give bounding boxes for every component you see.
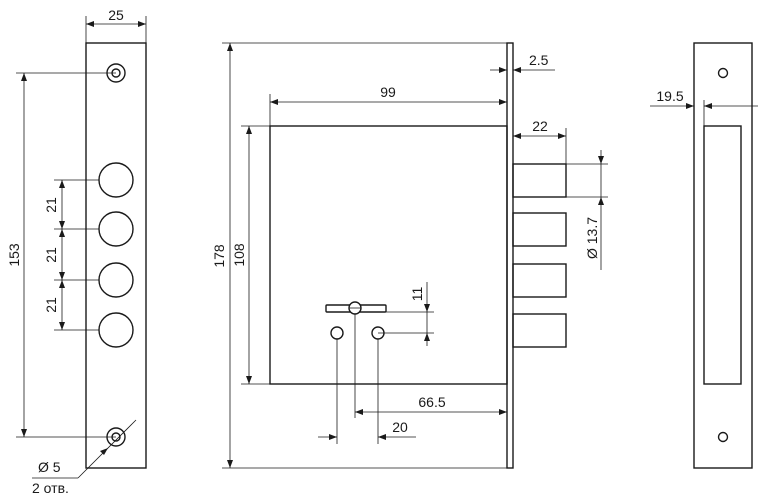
dim-backset-label: 66.5 <box>418 394 445 410</box>
bolt-hole-3 <box>98 262 134 298</box>
dim-bolt-diameter: Ø 13.7 <box>566 150 608 270</box>
dim-hole-diameter: Ø 5 2 отв. <box>32 419 137 496</box>
dim-hole-count-label: 2 отв. <box>32 480 69 496</box>
dim-body-height: 108 <box>231 125 270 385</box>
dim-strike-offset: 19.5 <box>650 43 758 126</box>
dim-backset: 66.5 <box>354 314 507 418</box>
bolt-2 <box>512 212 567 247</box>
strike-hole-top <box>717 67 729 79</box>
dim-body-width-label: 99 <box>380 84 396 100</box>
dim-plate-thickness: 2.5 <box>490 52 555 73</box>
dim-screw-spacing-label: 153 <box>6 243 22 267</box>
dim-screw-spacing: 153 <box>6 72 116 438</box>
lock-body <box>269 125 508 385</box>
strike-plate-slot <box>703 125 742 385</box>
dim-spindle-spacing: 20 <box>318 339 416 444</box>
dim-bolt-pitch-label-2: 21 <box>43 247 59 263</box>
dim-plate-thickness-label: 2.5 <box>529 52 549 68</box>
bolt-1 <box>512 163 567 198</box>
bolt-hole-2 <box>98 211 134 247</box>
dim-bolt-length-label: 22 <box>532 118 548 134</box>
dim-bolt-pitch-label-3: 21 <box>43 297 59 313</box>
bolt-hole-4 <box>98 312 134 348</box>
dim-keyhole-height-label: 11 <box>409 287 425 302</box>
spindle-hole-left <box>330 326 344 340</box>
dim-faceplate-width-label: 25 <box>108 7 124 23</box>
strike-plate-outline <box>693 42 753 469</box>
dim-hole-diameter-label: Ø 5 <box>38 459 61 475</box>
strike-view: 19.5 <box>650 42 758 469</box>
dim-overall-height: 178 <box>211 42 507 469</box>
front-view: 25 153 21 21 21 <box>6 7 147 496</box>
dim-faceplate-width: 25 <box>85 7 147 43</box>
dim-overall-height-label: 178 <box>211 244 227 268</box>
dim-keyhole-height: 11 <box>378 282 434 346</box>
dim-bolt-length: 22 <box>513 118 567 164</box>
dim-body-width: 99 <box>269 84 507 126</box>
dim-strike-offset-label: 19.5 <box>656 88 683 104</box>
keyhole <box>325 301 387 315</box>
dim-body-height-label: 108 <box>231 243 247 267</box>
dim-bolt-diameter-label: Ø 13.7 <box>584 217 600 259</box>
bolt-4 <box>512 313 567 348</box>
faceplate-outline <box>85 42 147 469</box>
bolt-3 <box>512 263 567 298</box>
side-faceplate <box>506 42 514 469</box>
strike-hole-bottom <box>717 431 729 443</box>
dim-bolt-pitch-label-1: 21 <box>43 197 59 213</box>
dim-spindle-spacing-label: 20 <box>392 419 408 435</box>
side-view: 178 108 99 2.5 <box>211 42 608 469</box>
dim-bolt-pitch: 21 21 21 <box>43 179 99 331</box>
bolt-hole-1 <box>98 162 134 198</box>
